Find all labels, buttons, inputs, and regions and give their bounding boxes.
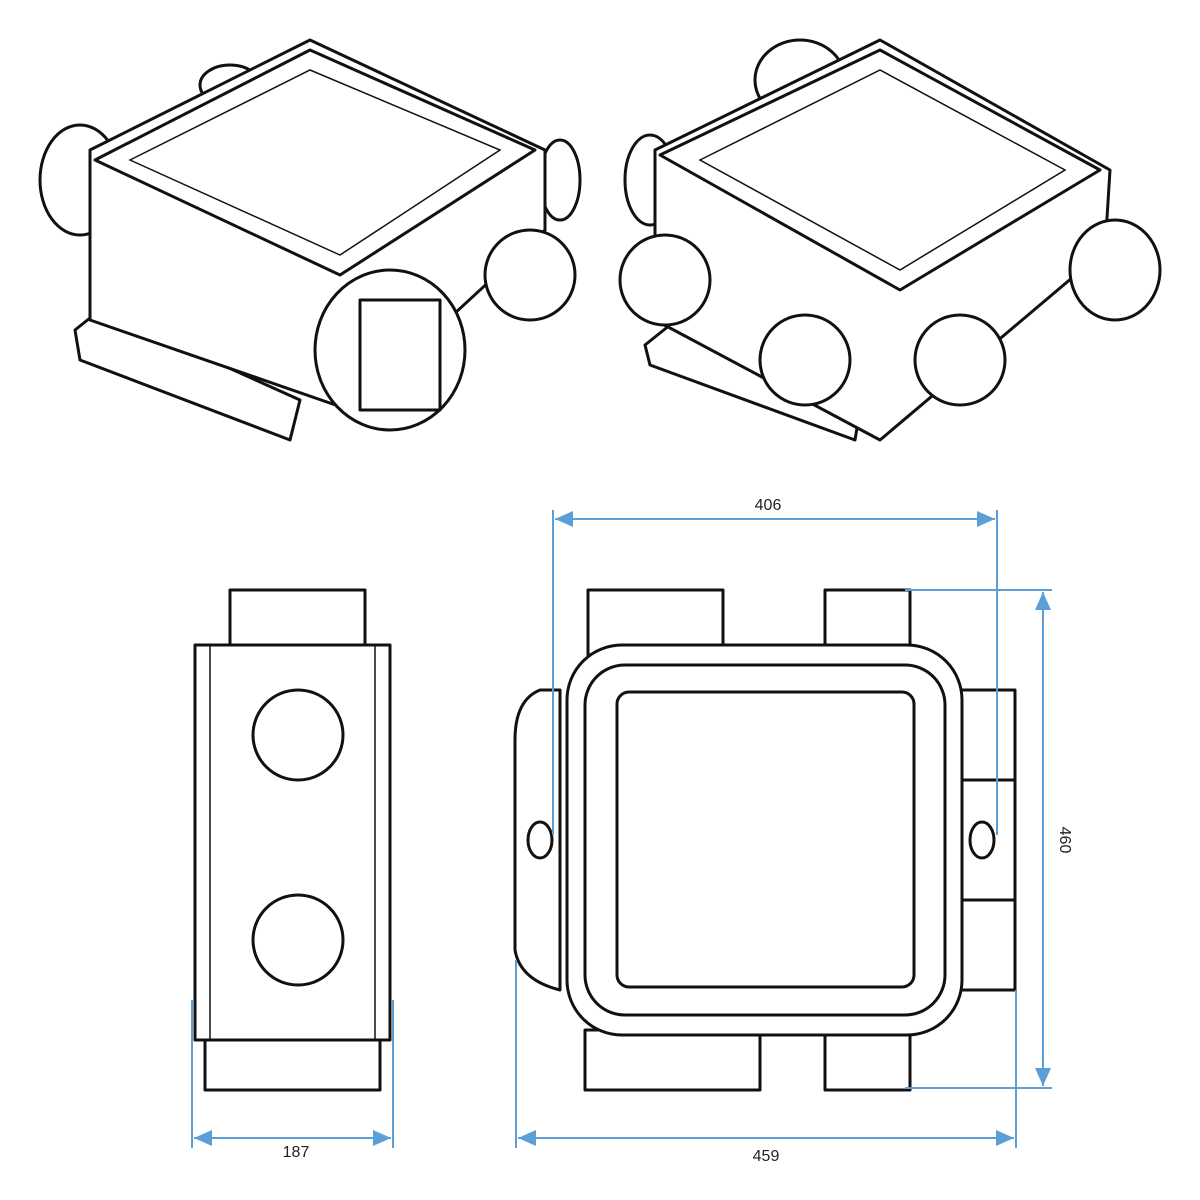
top-view <box>513 588 1017 1092</box>
side-view <box>193 588 392 1092</box>
dimension-label-406: 406 <box>755 497 782 514</box>
dimension-406: 406 <box>552 497 998 835</box>
dimension-187: 187 <box>191 1000 394 1161</box>
dimension-label-460: 460 <box>1056 827 1073 854</box>
dimension-460: 460 <box>905 589 1073 1089</box>
dimension-label-187: 187 <box>283 1144 310 1161</box>
isometric-view-left <box>38 38 582 442</box>
dimension-459: 459 <box>515 960 1017 1165</box>
isometric-view-right <box>618 38 1162 442</box>
dimension-label-459: 459 <box>753 1148 780 1165</box>
